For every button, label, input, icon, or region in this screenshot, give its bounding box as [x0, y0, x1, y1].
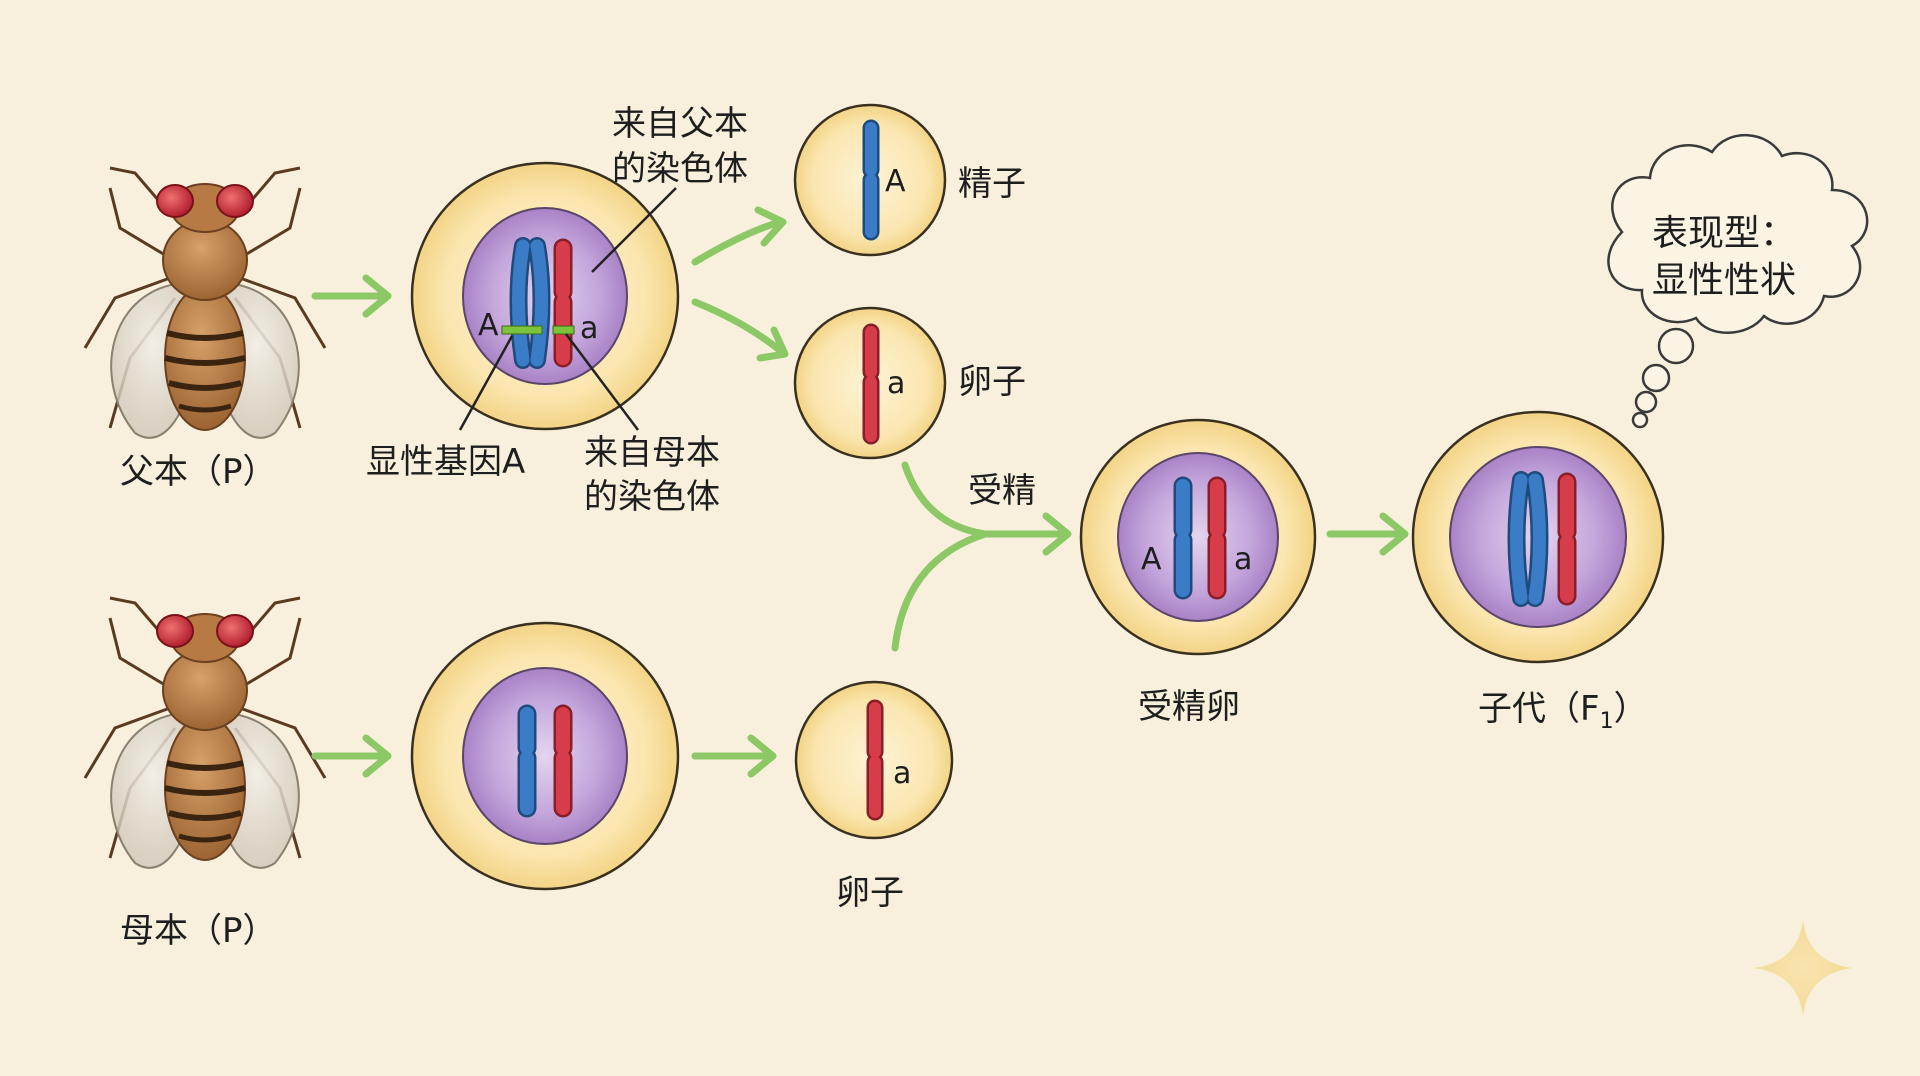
egg-bottom-gene: a — [893, 756, 911, 791]
arrow-father-to-cell — [311, 274, 392, 318]
from-mother-label-2: 的染色体 — [584, 477, 720, 517]
offspring-label-subscript: 1 — [1600, 709, 1614, 734]
father-cell: A a — [410, 161, 680, 431]
phenotype-label-2: 显性性状 — [1652, 260, 1796, 301]
pointer-lines — [458, 187, 677, 431]
from-mother-label-1: 来自母本 — [584, 433, 720, 473]
mother-fly — [83, 596, 327, 869]
mother-cell-nucleus — [462, 667, 628, 845]
phenotype-thought-bubble — [1607, 134, 1869, 429]
mother-label: 母本（P） — [120, 911, 277, 951]
offspring-label-main: 子代（F — [1478, 689, 1600, 729]
arrows — [311, 206, 1409, 778]
arrow-mother-to-cell — [311, 734, 392, 778]
arrow-cell-to-egg-top — [691, 298, 789, 362]
sperm-cell: A — [793, 103, 947, 257]
gene-band-A — [501, 325, 543, 335]
father-fly — [83, 166, 327, 439]
mother-cell — [410, 621, 680, 891]
offspring-chromosome-blue — [1507, 471, 1549, 607]
zygote-cell: A a — [1079, 418, 1317, 656]
offspring-label-close: ） — [1614, 689, 1648, 729]
gene-band-a — [552, 325, 575, 335]
egg-top-label: 卵子 — [958, 362, 1026, 402]
egg-cell-top: a — [793, 306, 947, 460]
sparkle-icon — [1754, 920, 1852, 1016]
pointer-from-father — [591, 187, 677, 273]
fertilization-label: 受精 — [968, 471, 1036, 511]
pointer-dominant-gene — [458, 335, 514, 431]
phenotype-label-1: 表现型： — [1652, 213, 1796, 254]
arrow-cell-to-sperm — [691, 206, 787, 266]
father-label: 父本（P） — [120, 452, 277, 492]
from-father-label-1: 来自父本 — [612, 104, 748, 144]
zygote-nucleus — [1117, 452, 1279, 622]
dominant-gene-label: 显性基因A — [366, 442, 525, 482]
zygote-gene-a: a — [1234, 542, 1252, 577]
paternal-chromosome-pair — [509, 237, 551, 369]
egg-bottom-label: 卵子 — [836, 873, 904, 913]
zygote-gene-A: A — [1141, 542, 1162, 577]
egg-top-gene: a — [887, 366, 905, 401]
arrow-mother-cell-to-egg — [691, 734, 777, 778]
thought-cloud — [1607, 134, 1869, 334]
offspring-cell — [1411, 410, 1665, 664]
sperm-gene: A — [885, 164, 906, 199]
pointer-from-mother — [565, 333, 639, 431]
offspring-label: 子代（F1） — [1478, 689, 1648, 734]
arrow-fertilization — [891, 461, 1072, 652]
gene-label-a: a — [580, 311, 598, 346]
egg-cell-bottom: a — [794, 680, 954, 840]
from-father-label-2: 的染色体 — [612, 149, 748, 189]
zygote-label: 受精卵 — [1138, 687, 1240, 727]
sperm-label: 精子 — [958, 164, 1026, 204]
gene-label-A: A — [478, 308, 499, 343]
arrow-zygote-to-offspring — [1326, 512, 1409, 556]
